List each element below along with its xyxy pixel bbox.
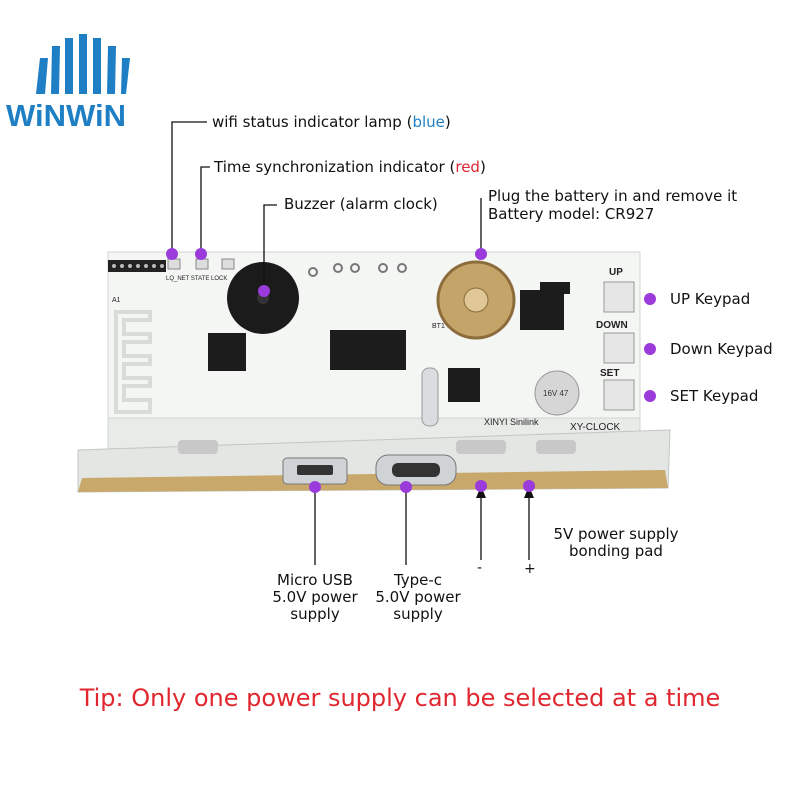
silk-up: UP — [609, 267, 623, 278]
bonding-pad-label-line1: 5V power supply — [553, 525, 679, 543]
battery-label-line1: Plug the battery in and remove it — [488, 187, 738, 205]
silk-down: DOWN — [596, 320, 628, 331]
wifi-label-text: wifi status indicator lamp — [212, 113, 402, 131]
marker-battery — [475, 248, 487, 260]
wifi-label-close-paren: ) — [444, 113, 451, 131]
buzzer-label: Buzzer (alarm clock) — [284, 195, 438, 213]
wifi-label-open-paren: ( — [406, 113, 413, 131]
plus-label: + — [524, 561, 536, 577]
silk-capacitor: 16V 47 — [543, 389, 569, 398]
marker-micro-usb — [309, 481, 321, 493]
micro-usb-label-line2: 5.0V power — [272, 588, 358, 606]
time-sync-label-text: Time synchronization indicator — [214, 158, 445, 176]
silk-bt1: BT1 — [432, 323, 445, 330]
micro-usb-label-line3: supply — [290, 605, 340, 623]
bonding-pad-label: 5V power supply bonding pad — [526, 526, 706, 560]
marker-type-c — [400, 481, 412, 493]
type-c-label-line3: supply — [393, 605, 443, 623]
time-sync-label-close-paren: ) — [479, 158, 486, 176]
time-sync-label-color-word: red — [455, 158, 480, 176]
micro-usb-label: Micro USB 5.0V power supply — [255, 572, 375, 623]
silk-set: SET — [600, 368, 619, 379]
tip-text: Tip: Only one power supply can be select… — [79, 684, 721, 712]
silk-xinyi: XINYI Sinilink — [484, 417, 539, 427]
pcb-board — [77, 251, 671, 493]
type-c-label-line1: Type-c — [393, 571, 443, 589]
callout-lines — [171, 121, 530, 565]
wifi-label-color-word: blue — [412, 113, 445, 131]
marker-down — [644, 343, 656, 355]
logo-icon — [36, 34, 130, 94]
micro-usb-label-line1: Micro USB — [277, 571, 353, 589]
time-sync-label-open-paren: ( — [449, 158, 456, 176]
silk-leds: LQ_NET STATE LOCK — [166, 276, 227, 282]
wifi-indicator-label: wifi status indicator lamp (blue) — [212, 114, 451, 131]
type-c-label: Type-c 5.0V power supply — [358, 572, 478, 623]
set-keypad-label: SET Keypad — [670, 387, 759, 405]
time-sync-label: Time synchronization indicator (red) — [214, 159, 486, 176]
marker-wifi — [166, 248, 178, 260]
bonding-pad-label-line2: bonding pad — [569, 542, 663, 560]
silk-a1: A1 — [112, 297, 121, 304]
logo-wordmark: WiNWiN — [6, 98, 126, 133]
type-c-label-line2: 5.0V power — [375, 588, 461, 606]
marker-buzzer — [258, 285, 270, 297]
marker-set — [644, 390, 656, 402]
marker-time-sync — [195, 248, 207, 260]
marker-minus-pad — [475, 480, 487, 492]
marker-up — [644, 293, 656, 305]
marker-plus-pad — [523, 480, 535, 492]
up-keypad-label: UP Keypad — [670, 290, 751, 308]
silk-clock: XY-CLOCK — [570, 422, 621, 433]
minus-label: - — [477, 560, 483, 576]
battery-label-line2: Battery model: CR927 — [488, 205, 655, 223]
down-keypad-label: Down Keypad — [670, 340, 773, 358]
